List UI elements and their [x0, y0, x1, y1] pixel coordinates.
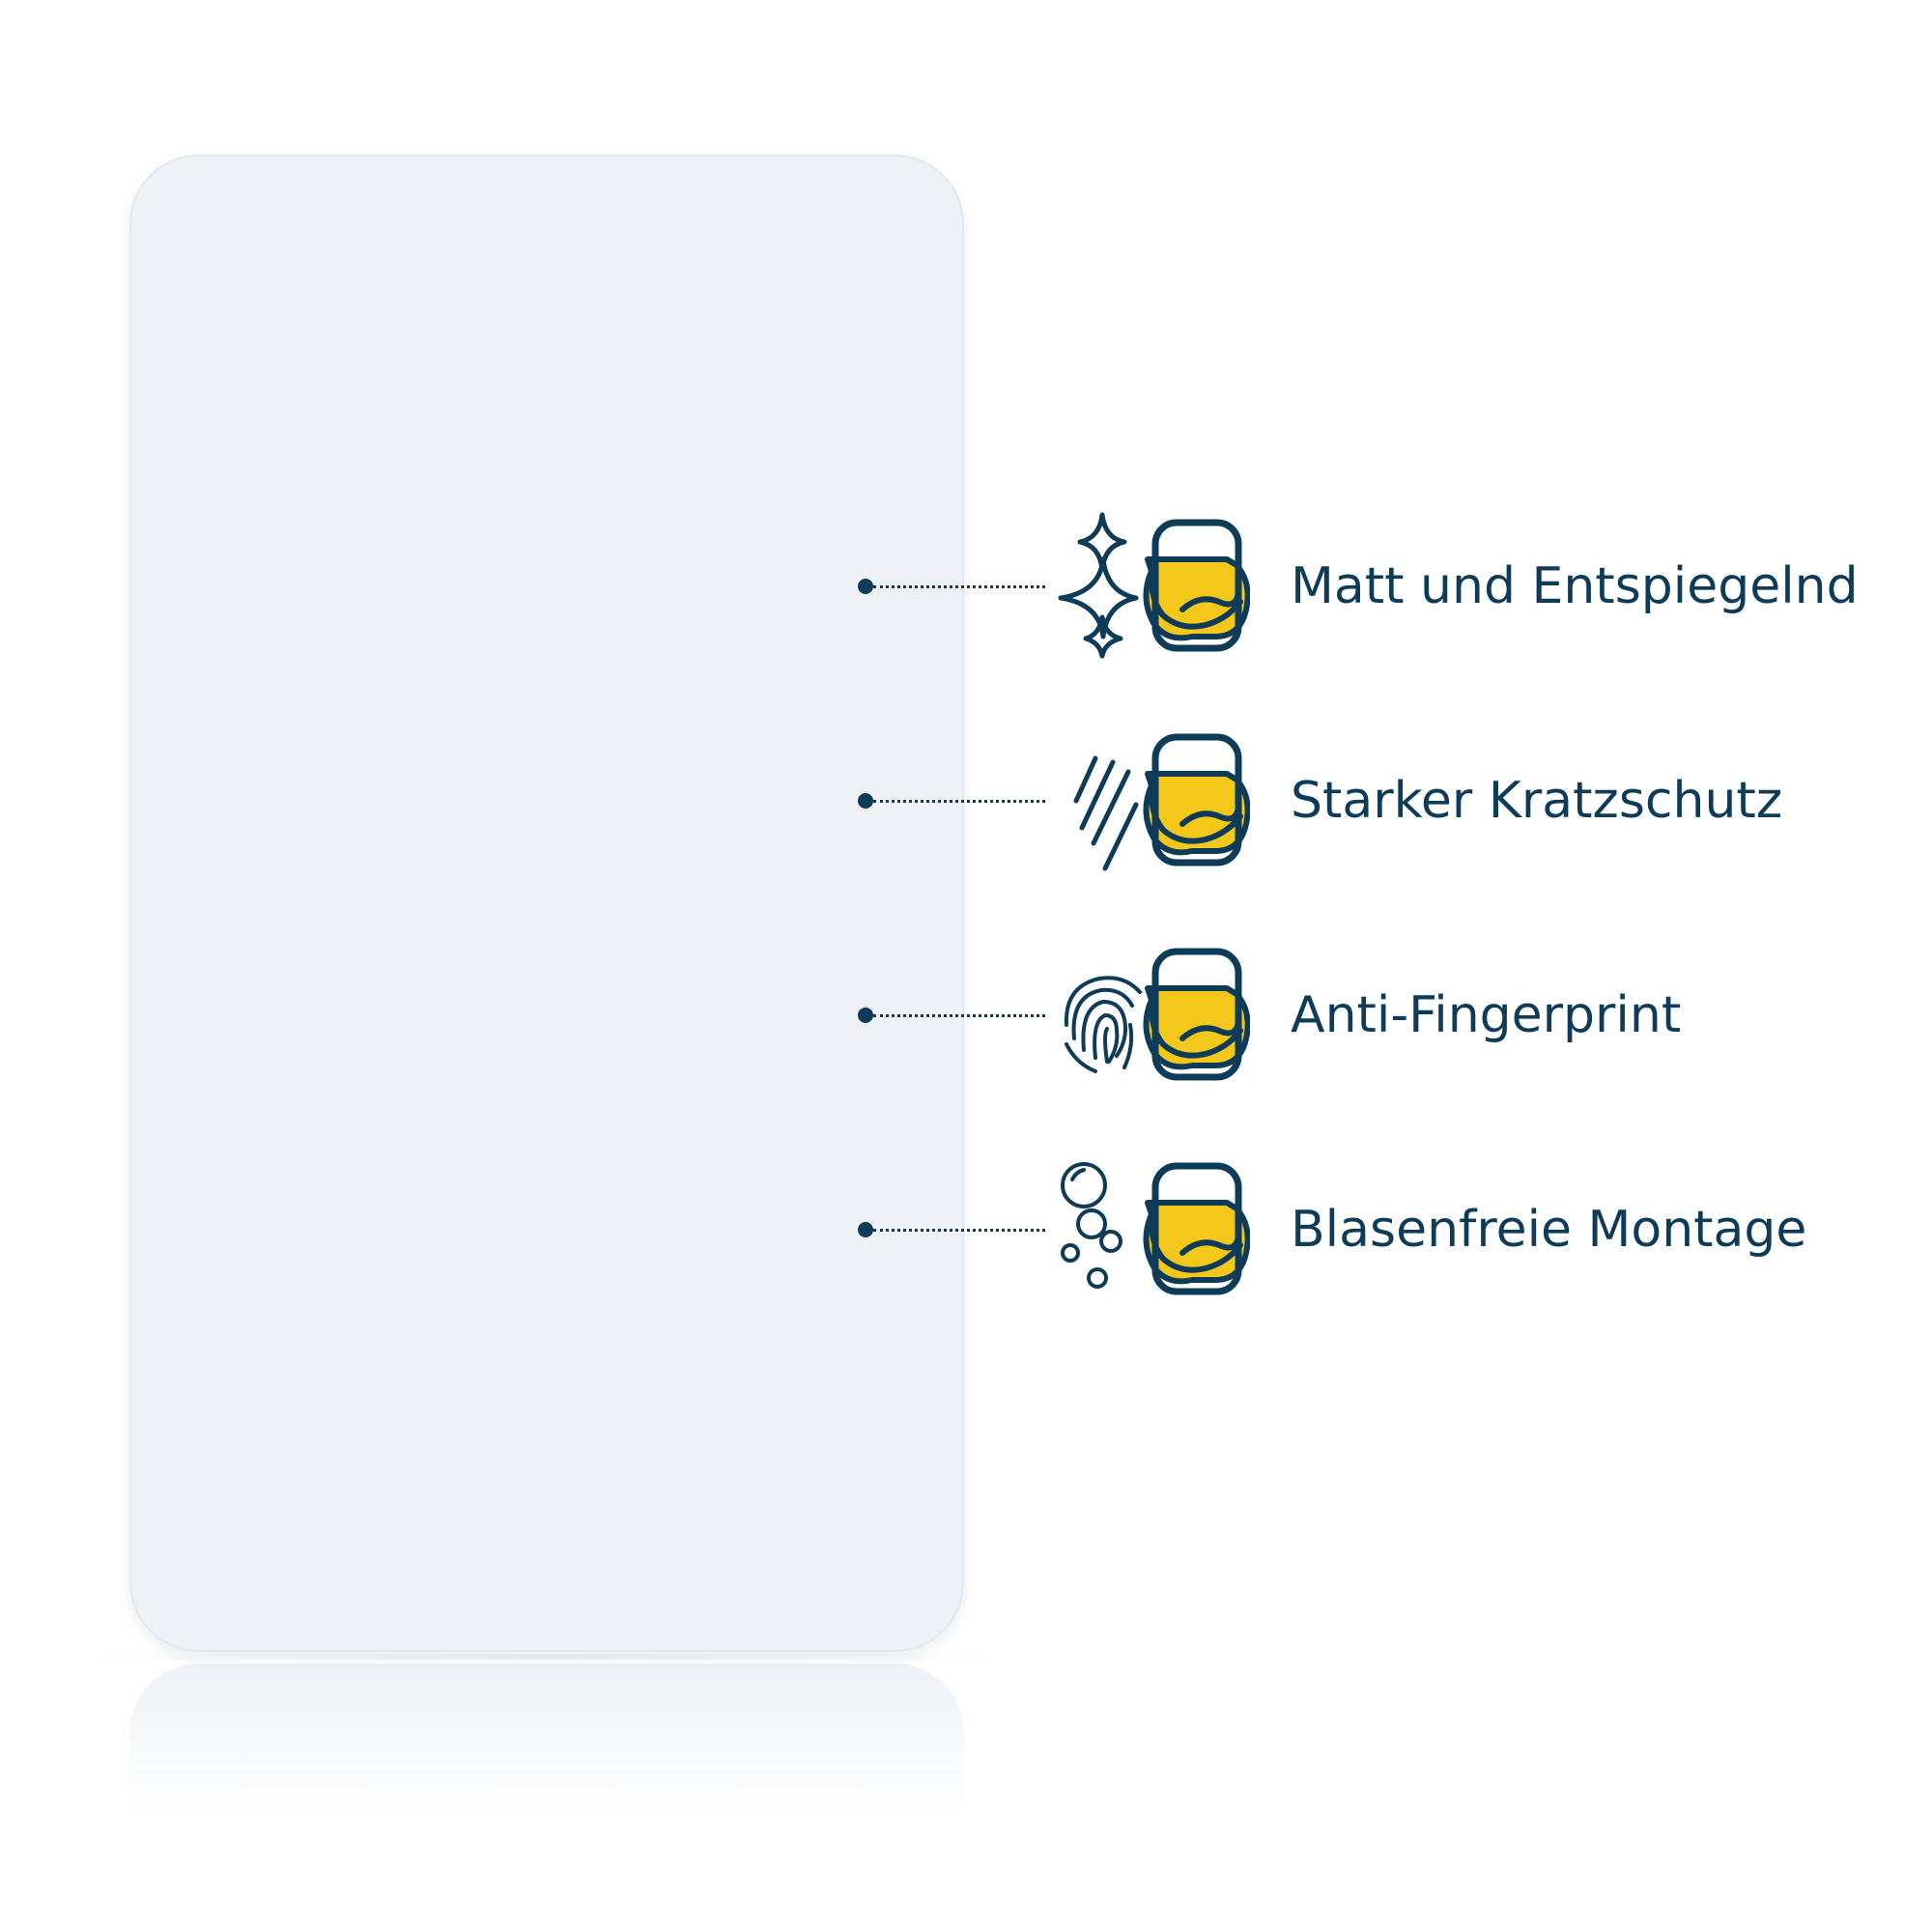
feature-label: Matt und Entspiegelnd — [1291, 557, 1859, 615]
leader-line — [873, 800, 1045, 803]
card-reflection — [129, 1663, 964, 1818]
feature-matt: Matt und Entspiegelnd — [0, 509, 1932, 664]
screen-protector-card — [129, 155, 964, 1652]
floor-shadow — [87, 1654, 1005, 1660]
feature-label: Anti-Fingerprint — [1291, 986, 1682, 1044]
feature-label: Blasenfreie Montage — [1291, 1201, 1807, 1259]
leader-dot — [858, 1008, 873, 1023]
scratch-icon — [1047, 724, 1251, 878]
leader-dot — [858, 1222, 873, 1237]
leader-dot — [858, 793, 873, 809]
leader-line — [873, 585, 1045, 588]
fingerprint-icon — [1047, 938, 1251, 1093]
feature-label: Starker Kratzschutz — [1291, 772, 1783, 830]
bubbles-icon — [1047, 1152, 1251, 1307]
feature-anti-fingerprint: Anti-Fingerprint — [0, 938, 1932, 1093]
leader-line — [873, 1014, 1045, 1017]
sparkle-icon — [1047, 509, 1251, 664]
leader-line — [873, 1229, 1045, 1232]
feature-blasenfrei: Blasenfreie Montage — [0, 1152, 1932, 1307]
leader-dot — [858, 579, 873, 594]
feature-kratzschutz: Starker Kratzschutz — [0, 724, 1932, 878]
